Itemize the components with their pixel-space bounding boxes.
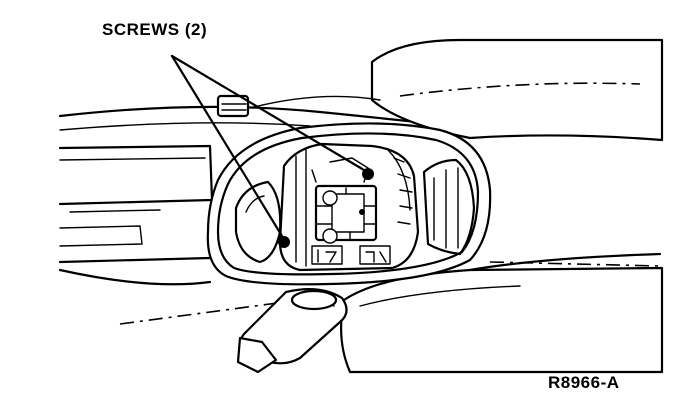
callout-leaders [170,54,366,238]
upper-console [249,38,664,142]
figure-id-label: R8966-A [548,373,620,392]
screw-icon [278,168,374,248]
housing-lamp [422,158,476,256]
bracket-assembly [278,142,420,272]
headliner-clip [216,94,250,118]
lower-console [340,266,664,374]
screws-callout-label: SCREWS (2) [102,20,208,39]
mirror-arm [236,287,348,374]
